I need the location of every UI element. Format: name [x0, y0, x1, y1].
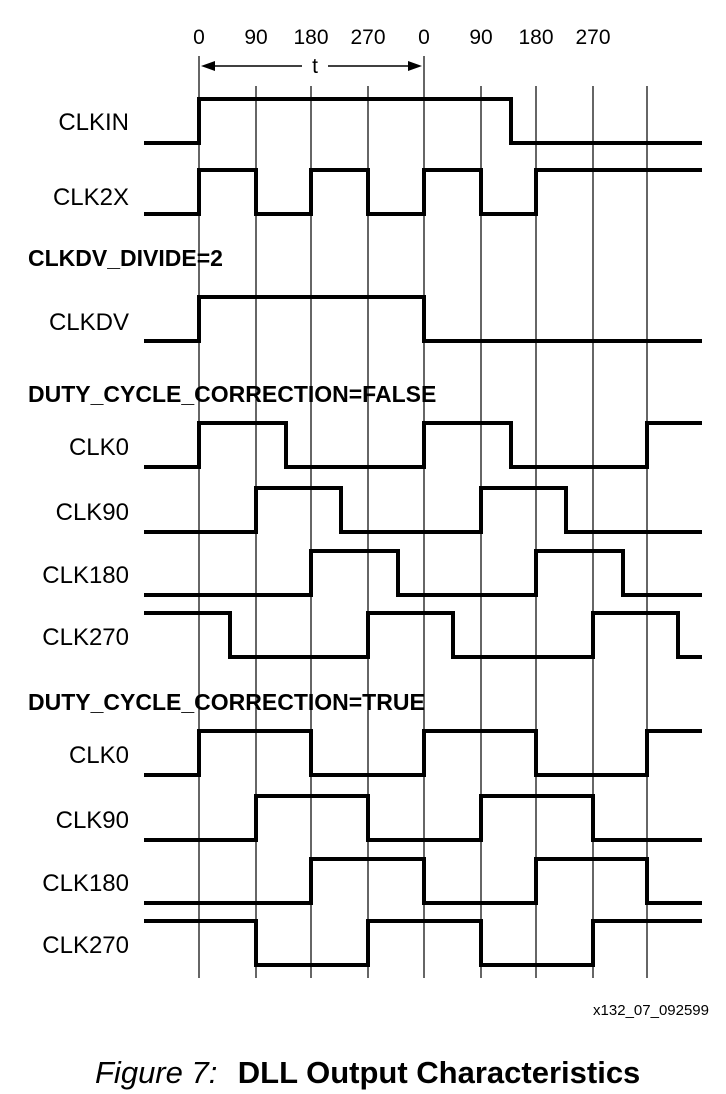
figure-id: x132_07_092599 [593, 1002, 709, 1019]
signal-label-clk2x: CLK2X [53, 184, 129, 211]
phase-label: 0 [418, 26, 430, 49]
signal-label-clk0: CLK0 [69, 742, 129, 769]
signal-label-clk270: CLK270 [42, 932, 129, 959]
figure-caption: Figure 7: DLL Output Characteristics [95, 1055, 640, 1090]
phase-labels: 0 90 180 270 0 90 180 270 [193, 26, 610, 49]
section-title-dcc-true: DUTY_CYCLE_CORRECTION=TRUE [28, 689, 425, 715]
waveform-clk0-dcc-false [144, 421, 702, 469]
signal-label-clk0: CLK0 [69, 434, 129, 461]
signal-label-clkdv: CLKDV [49, 309, 129, 336]
signal-label-clk180: CLK180 [42, 562, 129, 589]
waveform-clkdv [144, 295, 702, 343]
waveform-clk270-dcc-false [144, 611, 702, 659]
waveform-clk270-dcc-true [144, 919, 702, 967]
signal-label-clk90: CLK90 [56, 499, 129, 526]
signal-label-clk180: CLK180 [42, 870, 129, 897]
waveform-clkin [144, 97, 702, 145]
waveform-clk0-dcc-true [144, 729, 702, 777]
phase-label: 90 [244, 26, 267, 49]
phase-label: 0 [193, 26, 205, 49]
signal-label-clkin: CLKIN [58, 109, 129, 136]
waveforms [144, 97, 702, 967]
signal-label-clk90: CLK90 [56, 807, 129, 834]
caption-prefix: Figure 7: [95, 1055, 217, 1090]
section-title-clkdv: CLKDV_DIVIDE=2 [28, 245, 223, 271]
section-title-dcc-false: DUTY_CYCLE_CORRECTION=FALSE [28, 381, 436, 407]
period-arrow: t [201, 55, 422, 78]
phase-label: 270 [575, 26, 610, 49]
waveform-clk90-dcc-true [144, 794, 702, 842]
period-label: t [312, 55, 318, 78]
caption-title: DLL Output Characteristics [238, 1055, 641, 1090]
phase-label: 180 [293, 26, 328, 49]
waveform-clk2x [144, 168, 702, 216]
signal-label-clk270: CLK270 [42, 624, 129, 651]
waveform-clk90-dcc-false [144, 486, 702, 534]
waveform-clk180-dcc-true [144, 857, 702, 905]
phase-label: 270 [350, 26, 385, 49]
phase-label: 180 [518, 26, 553, 49]
phase-label: 90 [469, 26, 492, 49]
waveform-clk180-dcc-false [144, 549, 702, 597]
